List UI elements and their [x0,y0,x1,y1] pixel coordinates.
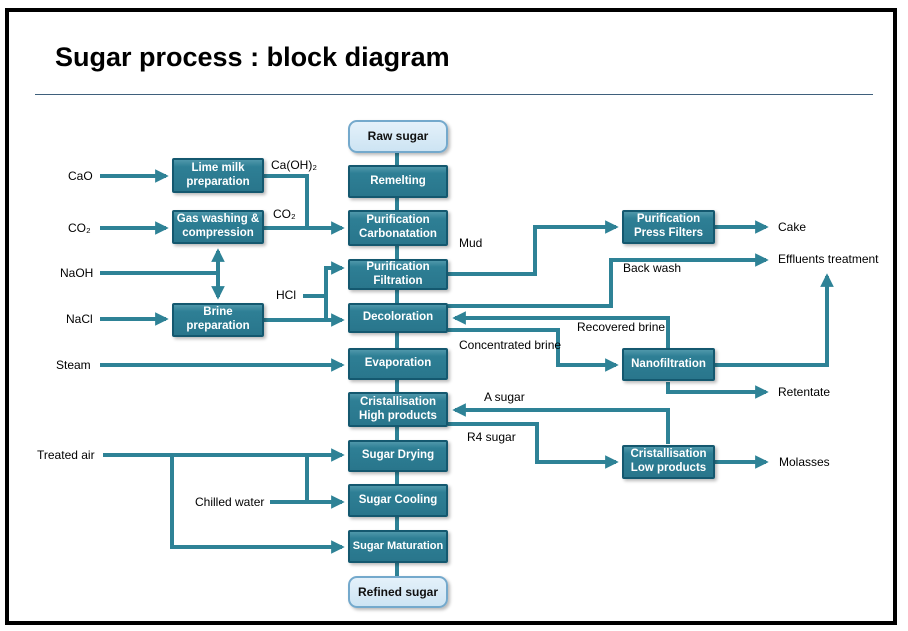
node-sugar-maturation: Sugar Maturation [348,530,448,563]
node-cristallisation-high: Cristallisation High products [348,392,448,427]
node-brine-preparation: Brine preparation [172,303,264,337]
node-nanofiltration: Nanofiltration [622,348,715,381]
stream-label-caoh2: Ca(OH)₂ [271,158,317,172]
output-label-cake: Cake [778,220,807,234]
input-label-treated-air: Treated air [37,448,95,462]
node-sugar-cooling: Sugar Cooling [348,484,448,517]
stream-label-back-wash: Back wash [623,261,682,275]
node-lime-milk-preparation: Lime milk preparation [172,158,264,193]
input-label-hcl: HCl [276,288,296,302]
stream-label-concentrated-brine: Concentrated brine [459,338,562,352]
node-decoloration: Decoloration [348,303,448,333]
input-label-nacl: NaCl [66,312,93,326]
node-refined-sugar: Refined sugar [348,576,448,608]
input-label-cao: CaO [68,169,93,183]
stream-label-recovered-brine: Recovered brine [577,320,666,334]
input-label-steam: Steam [56,358,91,372]
node-evaporation: Evaporation [348,348,448,380]
output-label-molasses: Molasses [779,455,830,469]
stream-label-r4-sugar: R4 sugar [467,430,516,444]
output-label-retentate: Retentate [778,385,831,399]
stream-label-mud: Mud [459,236,483,250]
node-raw-sugar: Raw sugar [348,120,448,153]
page-title: Sugar process : block diagram [55,42,450,72]
node-sugar-drying: Sugar Drying [348,440,448,472]
input-label-naoh: NaOH [60,266,94,280]
node-gas-washing-compression: Gas washing & compression [172,210,264,244]
title-underline [35,94,873,95]
node-remelting: Remelting [348,165,448,198]
output-label-effluents-treatment: Effluents treatment [778,252,879,266]
node-purification-filtration: Purification Filtration [348,259,448,290]
node-cristallisation-low: Cristallisation Low products [622,445,715,479]
stream-label-a-sugar: A sugar [484,390,525,404]
input-label-chilled-water: Chilled water [195,495,265,509]
node-purification-press-filters: Purification Press Filters [622,210,715,244]
node-purification-carbonatation: Purification Carbonatation [348,210,448,246]
slide-border [5,8,897,625]
input-label-co2: CO₂ [68,221,91,235]
stream-label-co2-out: CO₂ [273,207,296,221]
